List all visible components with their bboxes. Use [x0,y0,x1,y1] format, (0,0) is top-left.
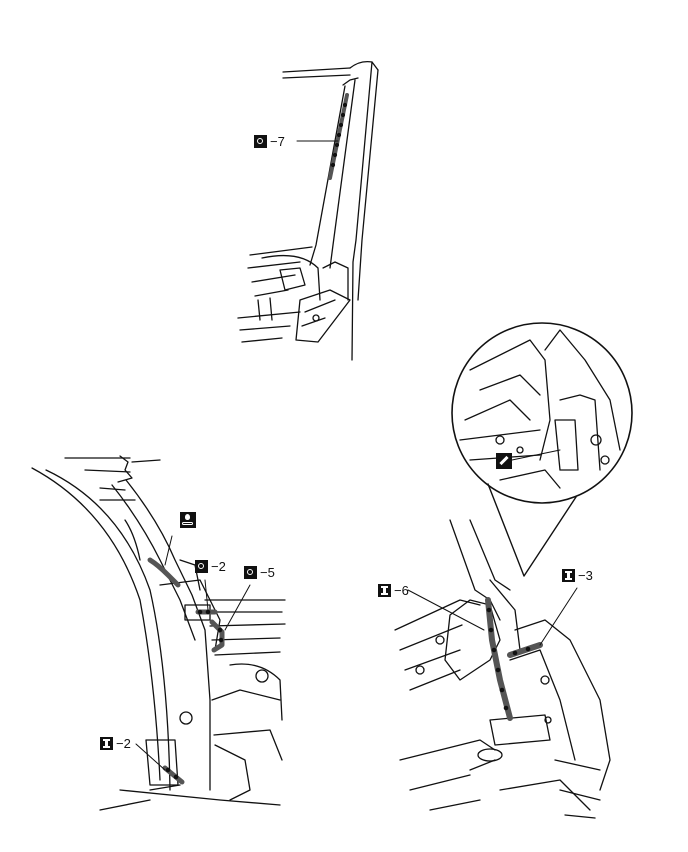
weld-type-i-icon [562,569,575,582]
weld-type-o-icon [254,135,267,148]
callout-code: −5 [260,565,275,580]
weld-type-o-icon [195,560,208,573]
callout-code: −3 [578,568,593,583]
callout-left-bottom: −2 [100,737,131,750]
weld-type-o-icon [244,566,257,579]
callout-code: −7 [270,134,285,149]
callout-code: −6 [394,583,409,598]
callout-left-weld-b: −5 [244,566,275,579]
right-pillar-view [394,519,611,819]
left-pillar-view [31,455,286,811]
callout-right-a: −6 [378,584,409,597]
callout-right-b: −3 [562,569,593,582]
right-weld-marks [407,449,578,721]
weld-type-i-icon [378,584,391,597]
zoom-bubble [451,322,633,577]
callout-code: −2 [211,559,226,574]
pencil-mark-icon [496,453,512,469]
callout-top-weld: −7 [254,135,285,148]
weld-type-i-icon [100,737,113,750]
sealer-icon [180,512,196,528]
top-pillar-view [237,60,379,361]
top-weld-line [296,93,349,180]
callout-left-weld-a: −2 [195,560,226,573]
callout-code: −2 [116,736,131,751]
left-weld-marks [135,535,251,785]
